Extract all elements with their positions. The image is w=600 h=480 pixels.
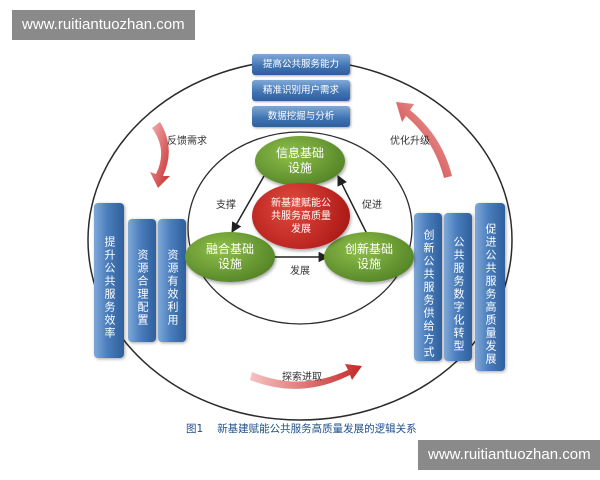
box-data-mining: 数据挖掘与分析 bbox=[252, 106, 350, 127]
col-resource-utilization: 资源有效利用 bbox=[158, 219, 186, 342]
col-promote-quality-label: 促进公共服务高质量发展 bbox=[484, 222, 497, 366]
node-fusion-infrastructure: 融合基础设施 bbox=[185, 232, 275, 282]
col-digital-transform-label: 公共服务数字化转型 bbox=[452, 235, 465, 353]
node-info-infrastructure: 信息基础设施 bbox=[255, 136, 345, 186]
arrow-support bbox=[231, 175, 265, 233]
node-info-infrastructure-label: 信息基础设施 bbox=[275, 146, 324, 175]
col-promote-quality: 促进公共服务高质量发展 bbox=[475, 203, 505, 371]
col-digital-transform: 公共服务数字化转型 bbox=[444, 213, 472, 361]
label-explore: 探索进取 bbox=[282, 372, 322, 383]
figure-number: 图1 bbox=[186, 423, 204, 435]
col-improve-efficiency-label: 提升公共服务效率 bbox=[103, 235, 116, 340]
box-improve-capability: 提高公共服务能力 bbox=[252, 54, 350, 75]
col-resource-allocation: 资源合理配置 bbox=[128, 219, 156, 342]
label-feedback: 反馈需求 bbox=[167, 136, 207, 147]
arrow-explore bbox=[250, 364, 362, 389]
label-support: 支撑 bbox=[216, 200, 236, 211]
inner-ring bbox=[187, 131, 413, 325]
box-identify-demand: 精准识别用户需求 bbox=[252, 80, 350, 101]
col-innovate-supply-label: 创新公共服务供给方式 bbox=[422, 229, 435, 359]
arrow-feedback bbox=[150, 122, 170, 188]
col-improve-efficiency: 提升公共服务效率 bbox=[94, 203, 124, 358]
watermark-bottom: www.ruitiantuozhan.com bbox=[418, 440, 600, 470]
figure-title: 新基建赋能公共服务高质量发展的逻辑关系 bbox=[217, 423, 417, 435]
col-resource-allocation-label: 资源合理配置 bbox=[136, 248, 149, 327]
label-optimize: 优化升级 bbox=[390, 136, 430, 147]
node-innovation-infrastructure: 创新基础设施 bbox=[324, 232, 414, 282]
arrow-promote bbox=[337, 175, 369, 237]
label-promote: 促进 bbox=[362, 200, 382, 211]
watermark-top: www.ruitiantuozhan.com bbox=[12, 10, 195, 40]
node-center-goal: 新基建赋能公共服务高质量发展 bbox=[252, 183, 350, 249]
node-fusion-infrastructure-label: 融合基础设施 bbox=[205, 242, 254, 271]
label-develop: 发展 bbox=[290, 266, 310, 277]
col-resource-utilization-label: 资源有效利用 bbox=[166, 248, 179, 327]
node-innovation-infrastructure-label: 创新基础设施 bbox=[344, 242, 393, 271]
figure-caption: 图1 新基建赋能公共服务高质量发展的逻辑关系 bbox=[186, 421, 417, 436]
node-center-goal-label: 新基建赋能公共服务高质量发展 bbox=[271, 197, 331, 235]
col-innovate-supply: 创新公共服务供给方式 bbox=[414, 213, 442, 361]
arrow-optimize bbox=[396, 102, 452, 178]
